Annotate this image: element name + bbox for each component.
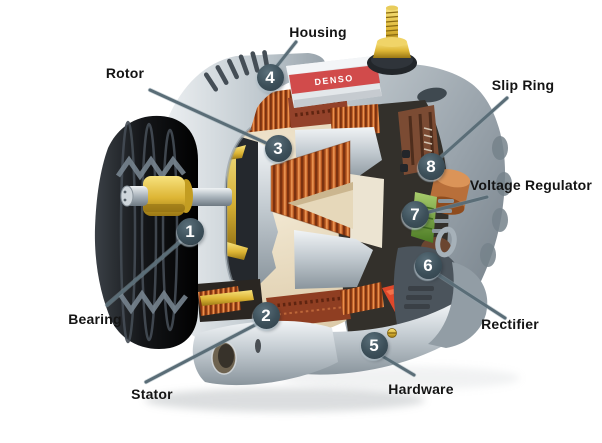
denso-plate: DENSO	[286, 56, 382, 108]
claw-pole-bottom	[294, 230, 373, 289]
leader-voltage-regulator	[427, 195, 489, 214]
rotor-assembly	[218, 127, 384, 289]
callout-label-bearing: Bearing	[68, 311, 122, 327]
callout-circle-rectifier: 6	[414, 251, 442, 279]
callout-label-rotor: Rotor	[105, 65, 145, 81]
shaft-tip	[120, 185, 148, 207]
leader-hardware	[380, 354, 416, 377]
leader-rotor	[148, 88, 268, 145]
claw-pole-right	[350, 174, 384, 248]
leader-lines	[104, 39, 510, 385]
leader-housing	[275, 40, 298, 68]
leader-stator	[144, 322, 259, 384]
leader-slip-ring	[439, 96, 509, 159]
callout-label-slip-ring: Slip Ring	[491, 77, 555, 93]
leader-bearing	[105, 239, 183, 307]
callout-circle-housing: 4	[256, 63, 284, 91]
callout-circle-slip-ring: 8	[417, 152, 445, 180]
callout-circle-bearing: 1	[176, 217, 204, 245]
pulley-nut	[143, 176, 193, 216]
callout-label-voltage-regulator: Voltage Regulator	[469, 177, 593, 193]
leader-rectifier	[435, 272, 507, 320]
callout-label-stator: Stator	[131, 386, 173, 402]
callout-circle-voltage-regulator: 7	[401, 200, 429, 228]
hardware-screw	[387, 328, 397, 338]
output-terminal	[367, 5, 417, 75]
callout-label-housing: Housing	[289, 24, 347, 40]
rear-bottom-flange	[428, 262, 488, 348]
rotor-shaft	[184, 188, 232, 206]
front-lower-winding	[196, 279, 264, 322]
brand-label: DENSO	[314, 73, 354, 87]
callout-circle-rotor: 3	[264, 134, 292, 162]
callout-label-rectifier: Rectifier	[481, 316, 539, 332]
flange-hole	[417, 87, 447, 103]
callout-label-hardware: Hardware	[388, 381, 454, 397]
callout-circle-stator: 2	[252, 301, 280, 329]
pulley	[94, 115, 232, 349]
callout-circle-hardware: 5	[360, 331, 388, 359]
